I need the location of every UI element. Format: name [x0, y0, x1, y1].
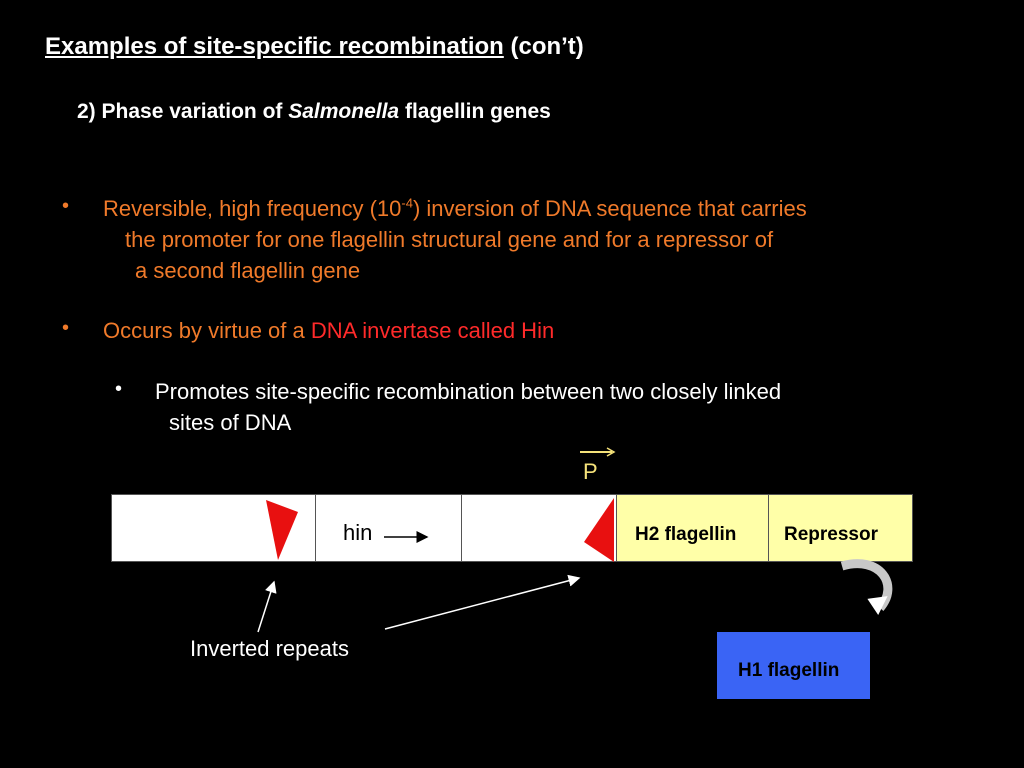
subtitle-prefix: 2) Phase variation of	[77, 100, 289, 123]
inverted-repeat-left	[266, 500, 298, 560]
bullet-marker-2: •	[62, 317, 70, 339]
bullet-1-text-a: Reversible, high frequency (10	[103, 196, 402, 221]
h1-flagellin-box	[717, 632, 870, 699]
sub-bullet-line-1: Promotes site-specific recombination bet…	[155, 379, 782, 404]
bullet-marker-1: •	[62, 195, 70, 217]
title-suffix: (con’t)	[503, 33, 584, 60]
title-main: Examples of site-specific recombination	[45, 33, 504, 60]
bullet-marker-3: •	[115, 378, 123, 400]
hin-label: hin	[343, 520, 373, 545]
repressor-label: Repressor	[784, 524, 878, 545]
promoter-label: P	[583, 459, 598, 484]
bullet-1-line-3: a second flagellin gene	[135, 258, 361, 283]
dna-segment-hin	[315, 494, 462, 562]
subtitle-italic: Salmonella	[288, 100, 400, 123]
sub-bullet-line-2: sites of DNA	[169, 410, 292, 435]
h2-flagellin-label: H2 flagellin	[635, 524, 737, 545]
dna-segment-right	[461, 494, 617, 562]
bullet-1-superscript: -4	[401, 195, 413, 211]
bullet-1: Reversible, high frequency (10-4) invers…	[103, 193, 983, 286]
sub-bullet-1: Promotes site-specific recombination bet…	[155, 376, 955, 438]
bullet-2: Occurs by virtue of a DNA invertase call…	[103, 315, 554, 346]
bullet-1-text-b: ) inversion of DNA sequence that carries	[412, 196, 807, 221]
dna-segment-h2	[616, 494, 769, 562]
slide-title: Examples of site-specific recombination …	[45, 33, 584, 61]
pointer-right-icon	[384, 574, 581, 630]
bullet-2-highlight: DNA invertase called Hin	[310, 318, 555, 343]
bullet-2-text: Occurs by virtue of a	[103, 318, 311, 343]
h1-flagellin-label: H1 flagellin	[738, 660, 840, 681]
bullet-1-line-2: the promoter for one flagellin structura…	[125, 227, 774, 252]
inverted-repeats-label: Inverted repeats	[190, 636, 349, 661]
pointer-left-icon	[257, 580, 277, 633]
subtitle-suffix: flagellin genes	[399, 100, 551, 123]
inverted-repeat-right	[584, 498, 614, 562]
dna-segment-repressor	[768, 494, 913, 562]
slide-subtitle: 2) Phase variation of Salmonella flagell…	[77, 100, 551, 124]
